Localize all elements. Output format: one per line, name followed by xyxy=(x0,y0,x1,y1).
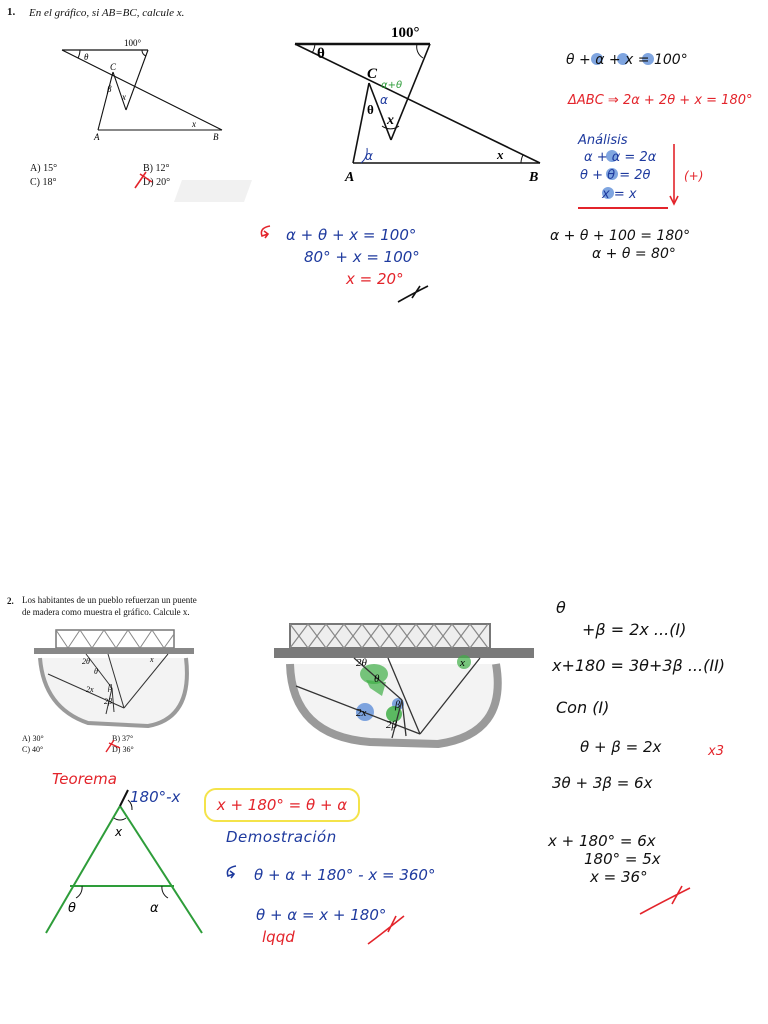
theta-mark: θ xyxy=(556,598,566,617)
lqqd: lqqd xyxy=(262,928,295,946)
check-mark-3 xyxy=(367,915,405,945)
check-mark-1 xyxy=(397,285,429,303)
solution-line-3: x = 20° xyxy=(346,270,404,288)
demo-line-2: θ + α = x + 180° xyxy=(256,906,387,924)
big-xB: x xyxy=(496,147,504,162)
problem-1-big-figure: 100° θ C α+θ θ α x α A B x xyxy=(294,25,541,185)
problem-1-statement: En el gráfico, si AB=BC, calcule x. xyxy=(29,7,185,19)
big-x-2: x xyxy=(459,657,465,669)
problem-2-statement: Los habitantes de un pueblo refuerzan un… xyxy=(22,595,197,617)
side-eq-1: α + θ + 100 = 180° xyxy=(550,228,691,244)
small-2x: 2x xyxy=(86,685,94,694)
analysis-row-2: θ + θ = 2θ xyxy=(580,168,650,183)
result-2: 180° = 5x xyxy=(584,850,661,868)
sum-marker: (+) xyxy=(684,169,703,183)
option-2b[interactable]: B) 37° xyxy=(112,734,134,743)
small-beta-2: β xyxy=(107,683,112,692)
check-mark-2 xyxy=(639,885,691,915)
option-d[interactable]: D) 20° xyxy=(143,177,171,188)
option-a[interactable]: A) 15° xyxy=(30,163,58,174)
option-c[interactable]: C) 18° xyxy=(30,177,57,188)
times-3: x3 xyxy=(708,744,724,759)
big-theta-3: θ xyxy=(374,673,380,685)
problem-1-number: 1. xyxy=(7,6,16,18)
solution-line-1: α + θ + x = 100° xyxy=(286,226,417,244)
note-line-2: ΔABC ⇒ 2α + 2θ + x = 180° xyxy=(567,93,752,108)
big-alpha-plus-theta: α+θ xyxy=(381,80,402,91)
small-theta-2: θ xyxy=(94,667,98,676)
small-B: B xyxy=(213,132,219,142)
small-2theta: 2θ xyxy=(82,657,90,666)
big-B: B xyxy=(528,170,538,185)
small-x-2: x xyxy=(149,655,154,664)
arrow-icon-2 xyxy=(226,865,237,879)
option-d-red-check-mark xyxy=(134,171,153,189)
analysis-row-3: x = x xyxy=(601,187,637,202)
option-b[interactable]: B) 12° xyxy=(143,163,170,174)
theorem-title: Teorema xyxy=(52,770,117,788)
analysis-title: Análisis xyxy=(577,133,628,148)
option-2d-red-check-mark xyxy=(105,739,121,753)
analysis-row-1: α + α = 2α xyxy=(584,150,657,165)
big-alpha: α xyxy=(365,149,373,163)
problem-2-big-bridge: 2θ θ x 2x β 2β xyxy=(274,623,534,749)
small-A: A xyxy=(93,132,100,142)
note-line-1: θ + α + x = 100° xyxy=(566,52,688,68)
big-alpha-2: α xyxy=(380,93,388,107)
exterior-angle: 180°-x xyxy=(130,788,181,806)
small-xB: x xyxy=(191,119,196,129)
small-theta: θ xyxy=(84,52,89,62)
result-3: x = 36° xyxy=(590,868,648,886)
tri-x: x xyxy=(114,825,123,839)
big-theta-2: θ xyxy=(367,102,374,117)
problem-2-small-bridge: 2θ θ x 2x β 2β xyxy=(34,629,194,729)
arrow-icon xyxy=(260,225,271,239)
big-A: A xyxy=(344,170,354,185)
big-x: x xyxy=(386,113,394,128)
small-C: C xyxy=(110,62,117,72)
small-2beta: 2β xyxy=(104,697,112,706)
problem-1-notes-right: θ + α + x = 100° ΔABC ⇒ 2α + 2θ + x = 18… xyxy=(566,52,752,209)
big-C: C xyxy=(367,66,378,82)
result-1: x + 180° = 6x xyxy=(548,832,656,850)
highlighted-equation: x + 180° = θ + α xyxy=(204,788,360,822)
solution-line-2: 80° + x = 100° xyxy=(304,248,420,266)
option-2a[interactable]: A) 30° xyxy=(22,734,44,743)
eq-3: θ + β = 2x xyxy=(580,738,662,756)
big-theta: θ xyxy=(317,46,325,62)
eq-II: x+180 = 3θ+3β ...(II) xyxy=(552,656,726,675)
eq-4: 3θ + 3β = 6x xyxy=(552,774,653,792)
problem-2-number: 2. xyxy=(7,596,14,606)
watermark xyxy=(173,180,253,202)
option-2c[interactable]: C) 40° xyxy=(22,745,44,754)
demonstration-title: Demostración xyxy=(226,828,337,846)
side-eq-2: α + θ = 80° xyxy=(592,246,676,262)
theorem-triangle: x θ α xyxy=(45,789,203,934)
con-I: Con (I) xyxy=(556,698,610,717)
small-beta: β xyxy=(106,84,112,94)
tri-theta: θ xyxy=(68,901,76,916)
big-2beta: 2β xyxy=(386,719,398,731)
demo-line-1: θ + α + 180° - x = 360° xyxy=(254,866,436,884)
small-x: x xyxy=(121,92,126,102)
eq-I: +β = 2x ...(I) xyxy=(582,620,687,639)
big-2theta: 2θ xyxy=(356,657,368,669)
big-2x: 2x xyxy=(356,707,367,719)
problem-1-small-figure: 100° θ C β x A B x xyxy=(61,38,223,142)
option-2d[interactable]: D) 36° xyxy=(112,745,134,754)
big-beta-2: β xyxy=(394,700,400,711)
big-angle-100: 100° xyxy=(391,25,420,41)
tri-alpha: α xyxy=(150,901,159,916)
small-angle-100: 100° xyxy=(124,38,142,48)
